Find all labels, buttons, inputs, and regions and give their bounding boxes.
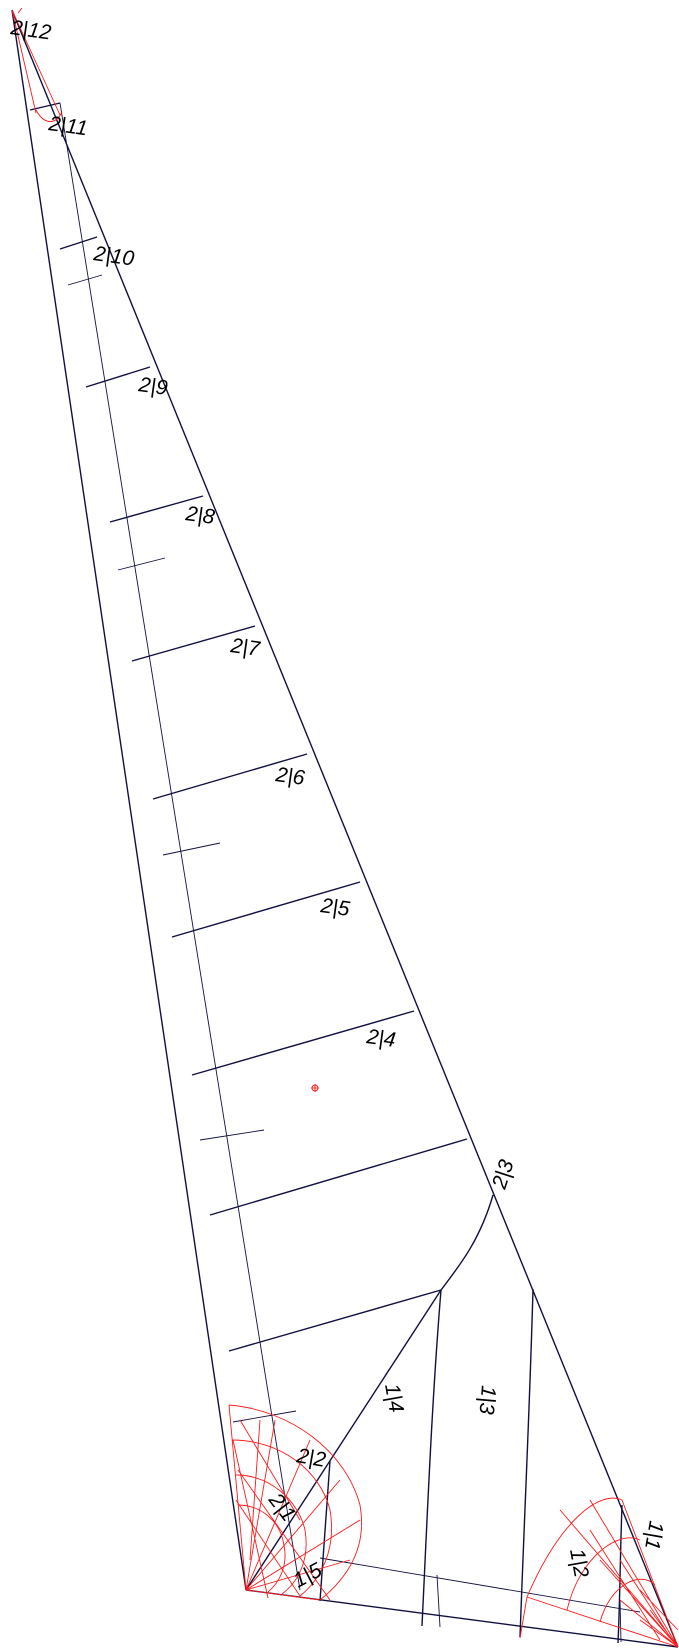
clew-patch-rays <box>559 1499 679 1648</box>
clew-patch-arc-3 <box>599 1578 656 1623</box>
label-2-1: 2|1 <box>263 1488 299 1526</box>
clew-patch-arc-1 <box>526 1497 623 1598</box>
tack-patch-rays <box>228 1404 361 1601</box>
label-2-9: 2|9 <box>136 373 169 400</box>
seam-2-4 <box>191 1010 415 1076</box>
strip-seam-d <box>199 1129 265 1141</box>
seam-2-2 <box>228 1289 442 1352</box>
foot-tape-line <box>319 1557 641 1613</box>
label-1-1: 1|1 <box>640 1519 668 1551</box>
foot-strip-seam-2 <box>619 1599 622 1643</box>
seam-2-5 <box>171 881 361 938</box>
leech-edge <box>11 9 679 1648</box>
seam-2-10 <box>59 236 98 250</box>
foot-strip-seam <box>436 1574 441 1628</box>
label-2-10: 2|10 <box>91 242 136 271</box>
centre-of-effort-icon <box>311 1084 319 1092</box>
strip-seam-c <box>162 842 221 856</box>
luff-strip-line <box>59 102 301 1591</box>
reinforcement-construction <box>11 7 679 1648</box>
label-2-3: 2|3 <box>488 1157 519 1193</box>
label-2-4: 2|4 <box>364 1025 397 1052</box>
strip-seam-e <box>232 1410 297 1423</box>
label-1-4: 1|4 <box>380 1382 408 1414</box>
radial-seam-1-4 <box>245 1289 442 1591</box>
label-2-5: 2|5 <box>318 894 351 921</box>
tack-patch-arc-3 <box>235 1474 307 1595</box>
radial-seam-1-1 <box>617 1504 623 1644</box>
radial-seam-1-3 <box>421 1289 442 1627</box>
label-2-11: 2|11 <box>46 112 89 140</box>
seam-2-8 <box>109 495 204 523</box>
seam-2-6 <box>152 753 308 800</box>
seam-2-3 <box>209 1138 468 1216</box>
tack-patch-arc-1 <box>228 1404 362 1601</box>
clew-patch-arc-2 <box>566 1537 641 1611</box>
label-1-2: 1|2 <box>565 1547 593 1580</box>
luff-edge <box>11 9 247 1591</box>
label-2-12: 2|12 <box>8 16 53 45</box>
radial-seam-1-2 <box>519 1288 534 1638</box>
tack-patch-arc-2 <box>231 1439 333 1597</box>
head-patch-outline <box>11 7 63 122</box>
label-1-3: 1|3 <box>474 1385 499 1416</box>
radial-seam-1-5 <box>319 1460 331 1602</box>
panel-seams <box>29 102 468 1591</box>
label-2-6: 2|6 <box>273 763 306 790</box>
label-2-7: 2|7 <box>228 634 262 661</box>
clew-patch-box <box>519 1596 679 1648</box>
panel-labels: 2|12 2|11 2|10 2|9 2|8 2|7 2|6 2|5 2|4 2… <box>8 16 667 1592</box>
transition-curve <box>440 1194 494 1291</box>
label-2-8: 2|8 <box>183 502 216 529</box>
clew-section <box>245 1194 641 1644</box>
seam-2-9 <box>85 366 151 388</box>
seam-2-7 <box>131 625 256 662</box>
strip-seam-a <box>67 274 103 286</box>
label-2-2: 2|2 <box>294 1444 328 1472</box>
strip-seam-b <box>117 557 166 571</box>
